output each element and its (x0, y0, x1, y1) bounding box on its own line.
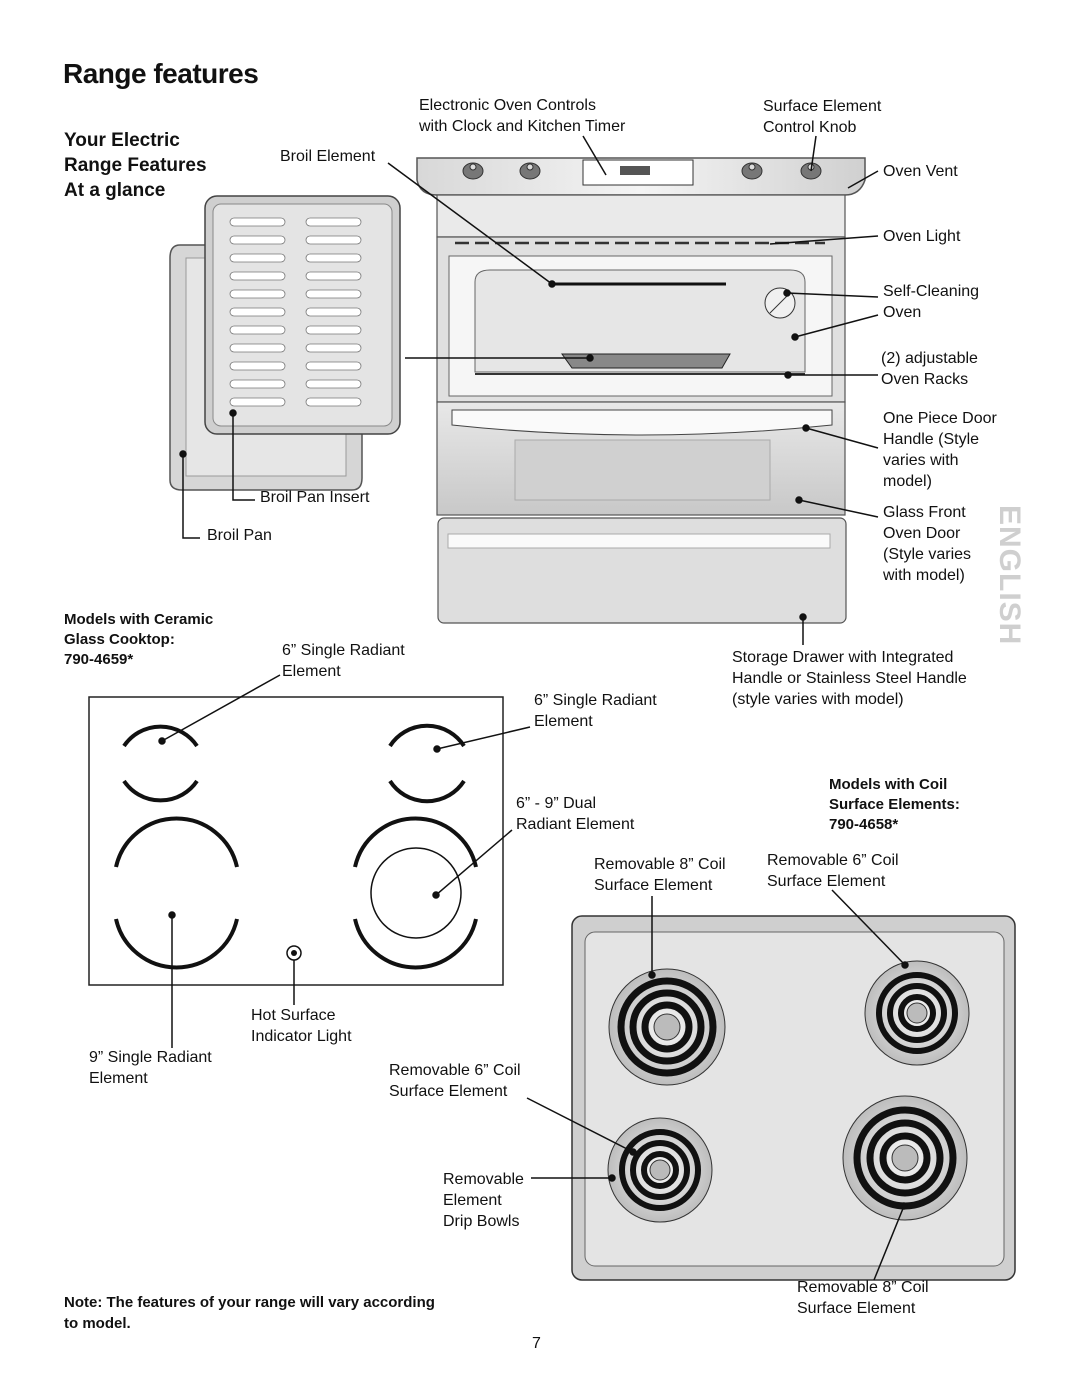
dual-element-label-1: 6” - 9” Dual (516, 795, 597, 812)
coil-6-bottom-label-2: Surface Element (389, 1083, 508, 1100)
hot-surface-label-2: Indicator Light (251, 1028, 352, 1045)
ceramic-model-number: 790-4659* (64, 651, 134, 668)
single-6-left-label-2: Element (282, 663, 341, 680)
door-handle-label-4: model) (883, 473, 932, 490)
range-body (416, 157, 866, 624)
broil-pan-insert-label: Broil Pan Insert (260, 489, 370, 506)
glass-door-label-4: with model) (883, 567, 965, 584)
storage-drawer-label-3: (style varies with model) (732, 691, 904, 708)
ceramic-heading-1: Models with Ceramic (64, 611, 214, 628)
storage-drawer-label-2: Handle or Stainless Steel Handle (732, 670, 967, 687)
surface-knob-label-1: Surface Element (763, 98, 882, 115)
language-tab: ENGLISH (993, 505, 1026, 646)
coil-heading-1: Models with Coil (829, 776, 948, 793)
electronic-controls-label-2: with Clock and Kitchen Timer (419, 118, 626, 135)
door-handle-label-1: One Piece Door (883, 410, 997, 427)
broil-pan-label: Broil Pan (207, 527, 272, 544)
model-note: Note: The features of your range will va… (64, 1294, 435, 1332)
oven-racks-label-1: (2) adjustable (881, 350, 978, 367)
dual-element-label-2: Radiant Element (516, 816, 635, 833)
surface-knob-label-2: Control Knob (763, 119, 857, 136)
glass-door-label-1: Glass Front (883, 504, 966, 521)
coil-6-bottom-label-1: Removable 6” Coil (389, 1062, 521, 1079)
single-6-right-label-1: 6” Single Radiant (534, 692, 657, 709)
ceramic-heading-2: Glass Cooktop: (64, 631, 175, 648)
door-handle-label-3: varies with (883, 452, 959, 469)
drip-bowls-label-1: Removable (443, 1171, 524, 1188)
page-number: 7 (532, 1335, 541, 1352)
page-title: Range features (63, 58, 259, 89)
single-6-left-label-1: 6” Single Radiant (282, 642, 405, 659)
hot-surface-label-1: Hot Surface (251, 1007, 336, 1024)
electronic-controls-label-1: Electronic Oven Controls (419, 97, 596, 114)
glass-door-label-2: Oven Door (883, 525, 961, 542)
page-subtitle: Your Electric Range Features At a glance (64, 130, 207, 201)
single-9-label-2: Element (89, 1070, 148, 1087)
drip-bowls-label-2: Element (443, 1192, 502, 1209)
drip-bowls-label-3: Drip Bowls (443, 1213, 520, 1230)
self-cleaning-label-2: Oven (883, 304, 922, 321)
storage-drawer-label-1: Storage Drawer with Integrated (732, 649, 954, 666)
glass-door-label-3: (Style varies (883, 546, 972, 563)
coil-8-bottom-label-1: Removable 8” Coil (797, 1279, 929, 1296)
broil-pan-insert (204, 195, 401, 435)
self-cleaning-label-1: Self-Cleaning (883, 283, 980, 300)
coil-8-top-label-1: Removable 8” Coil (594, 856, 726, 873)
coil-cooktop (571, 915, 1016, 1281)
oven-vent-label: Oven Vent (883, 163, 958, 180)
coil-heading-2: Surface Elements: (829, 796, 960, 813)
coil-6-top-label-2: Surface Element (767, 873, 886, 890)
coil-6-top-label-1: Removable 6” Coil (767, 852, 899, 869)
single-9-label-1: 9” Single Radiant (89, 1049, 212, 1066)
oven-racks-label-2: Oven Racks (881, 371, 969, 388)
single-6-right-label-2: Element (534, 713, 593, 730)
oven-light-label: Oven Light (883, 228, 961, 245)
coil-8-top-label-2: Surface Element (594, 877, 713, 894)
coil-model-number: 790-4658* (829, 816, 899, 833)
coil-8-bottom-label-2: Surface Element (797, 1300, 916, 1317)
ceramic-cooktop (88, 696, 504, 986)
broil-element-label: Broil Element (280, 148, 376, 165)
door-handle-label-2: Handle (Style (883, 431, 980, 448)
